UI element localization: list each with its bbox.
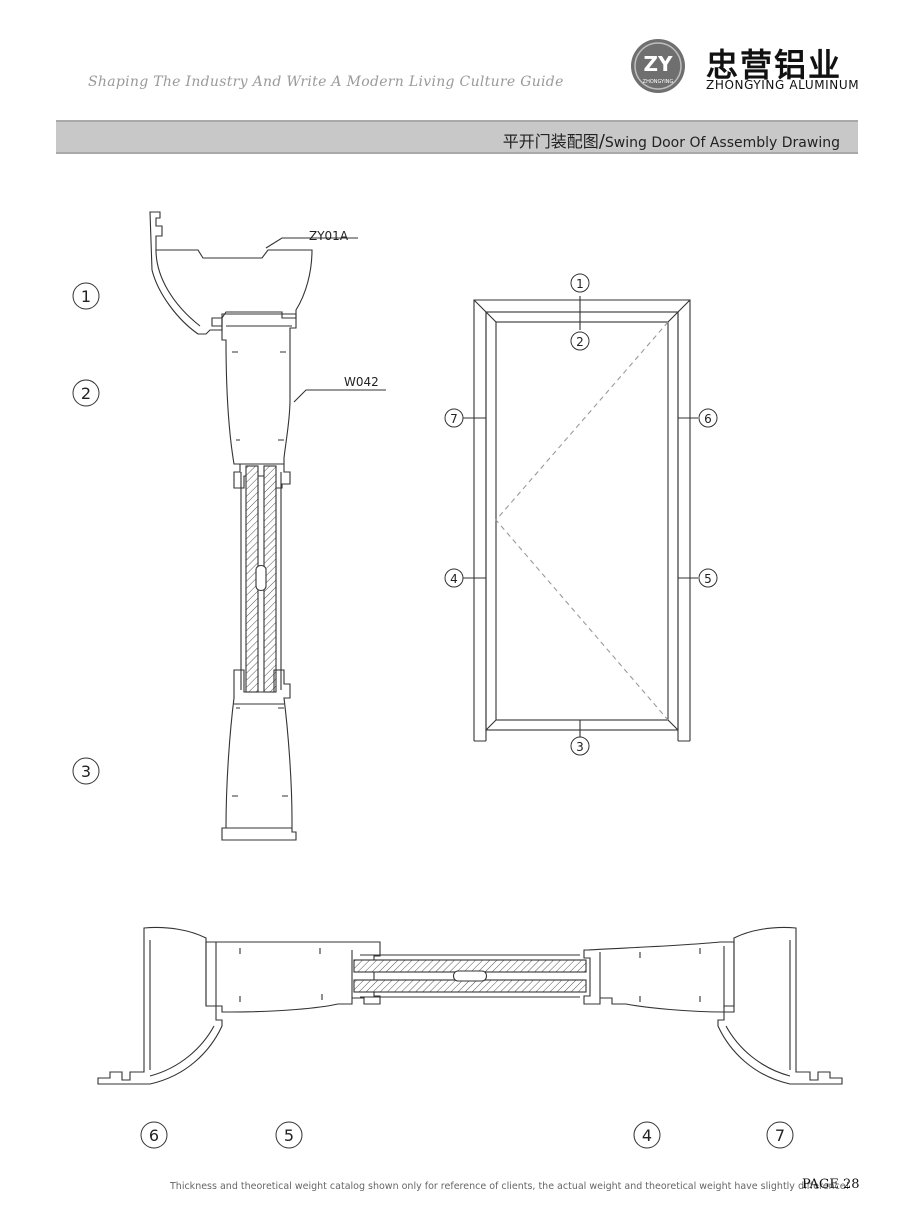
right-sash-ticks: [639, 948, 701, 1002]
svg-text:3: 3: [81, 762, 91, 781]
sash-bottom-ticks: [232, 707, 288, 797]
miter-lines: [473, 299, 691, 731]
svg-text:6: 6: [704, 412, 712, 426]
glass-pane-bottom: [353, 979, 587, 993]
marker-elev-3: 3: [570, 736, 590, 756]
leader-zy01a: [265, 237, 358, 249]
logo-mark-letters: ZY: [644, 52, 674, 76]
marker-horizontal-6: 6: [140, 1121, 168, 1149]
leader-w042: [293, 389, 386, 403]
glass-gasket-lines: [240, 472, 282, 690]
svg-text:2: 2: [576, 335, 584, 349]
elevation-markers: 1 2 3 7 4 6 5: [444, 273, 718, 756]
company-logo: ZY ZHONGYING 忠营铝业 ZHONGYING ALUMINUM: [628, 38, 860, 94]
marker-vertical-2: 2: [72, 379, 100, 407]
top-frame-notch: [211, 317, 223, 327]
glass-pane-top: [353, 959, 587, 973]
marker-horizontal-5: 5: [275, 1121, 303, 1149]
horizontal-section: [97, 926, 843, 1085]
sash-outer: [485, 311, 679, 731]
marker-elev-5: 5: [698, 568, 718, 588]
marker-vertical-3: 3: [72, 757, 100, 785]
svg-text:1: 1: [81, 287, 91, 306]
marker-horizontal-4: 4: [633, 1121, 661, 1149]
tagline: Shaping The Industry And Write A Modern …: [88, 74, 564, 90]
marker-elev-7: 7: [444, 408, 464, 428]
marker-vertical-1: 1: [72, 282, 100, 310]
page-title-separator: /: [598, 131, 605, 152]
right-sash-profile: [583, 941, 735, 1013]
glass-spacer-h: [452, 970, 488, 982]
top-frame-profile: [149, 211, 313, 335]
company-name-en: ZHONGYING ALUMINUM: [706, 78, 860, 92]
sash-top-ticks: [232, 351, 286, 441]
svg-text:5: 5: [704, 572, 712, 586]
left-frame-inner-line: [149, 1025, 215, 1077]
horizontal-markers: 6 5 4 7: [140, 1121, 794, 1149]
page-number: PAGE 28: [802, 1177, 860, 1192]
opening-direction-lines: [495, 321, 669, 721]
marker-elev-6: 6: [698, 408, 718, 428]
footer-disclaimer: Thickness and theoretical weight catalog…: [170, 1181, 850, 1192]
svg-text:2: 2: [81, 384, 91, 403]
svg-text:3: 3: [576, 740, 584, 754]
vertical-section: [149, 211, 386, 841]
company-name-cn: 忠营铝业: [706, 46, 843, 84]
svg-text:4: 4: [450, 572, 458, 586]
svg-text:6: 6: [149, 1126, 159, 1145]
marker-elev-4: 4: [444, 568, 464, 588]
left-sash-profile: [205, 941, 381, 1013]
leaders-elev-sides: [463, 417, 698, 579]
svg-text:4: 4: [642, 1126, 652, 1145]
svg-text:5: 5: [284, 1126, 294, 1145]
sash-bottom-profile: [221, 669, 297, 841]
glass-gasket-lines-h: [360, 954, 580, 998]
outer-frame: [473, 299, 691, 741]
label-w042: W042: [344, 375, 379, 389]
vertical-markers: 1 2 3: [72, 282, 100, 785]
page-title-en: Swing Door Of Assembly Drawing: [604, 135, 840, 151]
svg-text:7: 7: [450, 412, 458, 426]
right-frame-inner-line: [725, 1025, 791, 1077]
label-zy01a: ZY01A: [309, 229, 349, 243]
frame-inner-edge: [485, 311, 679, 741]
door-elevation: [463, 296, 698, 742]
marker-elev-2: 2: [570, 331, 590, 351]
page-title-cn: 平开门装配图: [502, 132, 599, 151]
sash-top-profile: [221, 313, 297, 489]
left-sash-ticks: [239, 948, 323, 1002]
glass-spacer: [255, 564, 267, 592]
marker-elev-1: 1: [570, 273, 590, 293]
logo-mark-icon: ZY ZHONGYING: [631, 39, 685, 93]
svg-text:7: 7: [775, 1126, 785, 1145]
right-frame-profile: [717, 926, 843, 1085]
logo-mark-small-text: ZHONGYING: [643, 79, 674, 85]
sash-inner: [495, 321, 669, 721]
top-frame-inner-line: [155, 249, 201, 327]
left-frame-profile: [97, 926, 223, 1085]
svg-text:1: 1: [576, 277, 584, 291]
page-title: 平开门装配图/Swing Door Of Assembly Drawing: [503, 128, 840, 152]
marker-horizontal-7: 7: [766, 1121, 794, 1149]
title-bar: 平开门装配图/Swing Door Of Assembly Drawing: [56, 120, 858, 154]
